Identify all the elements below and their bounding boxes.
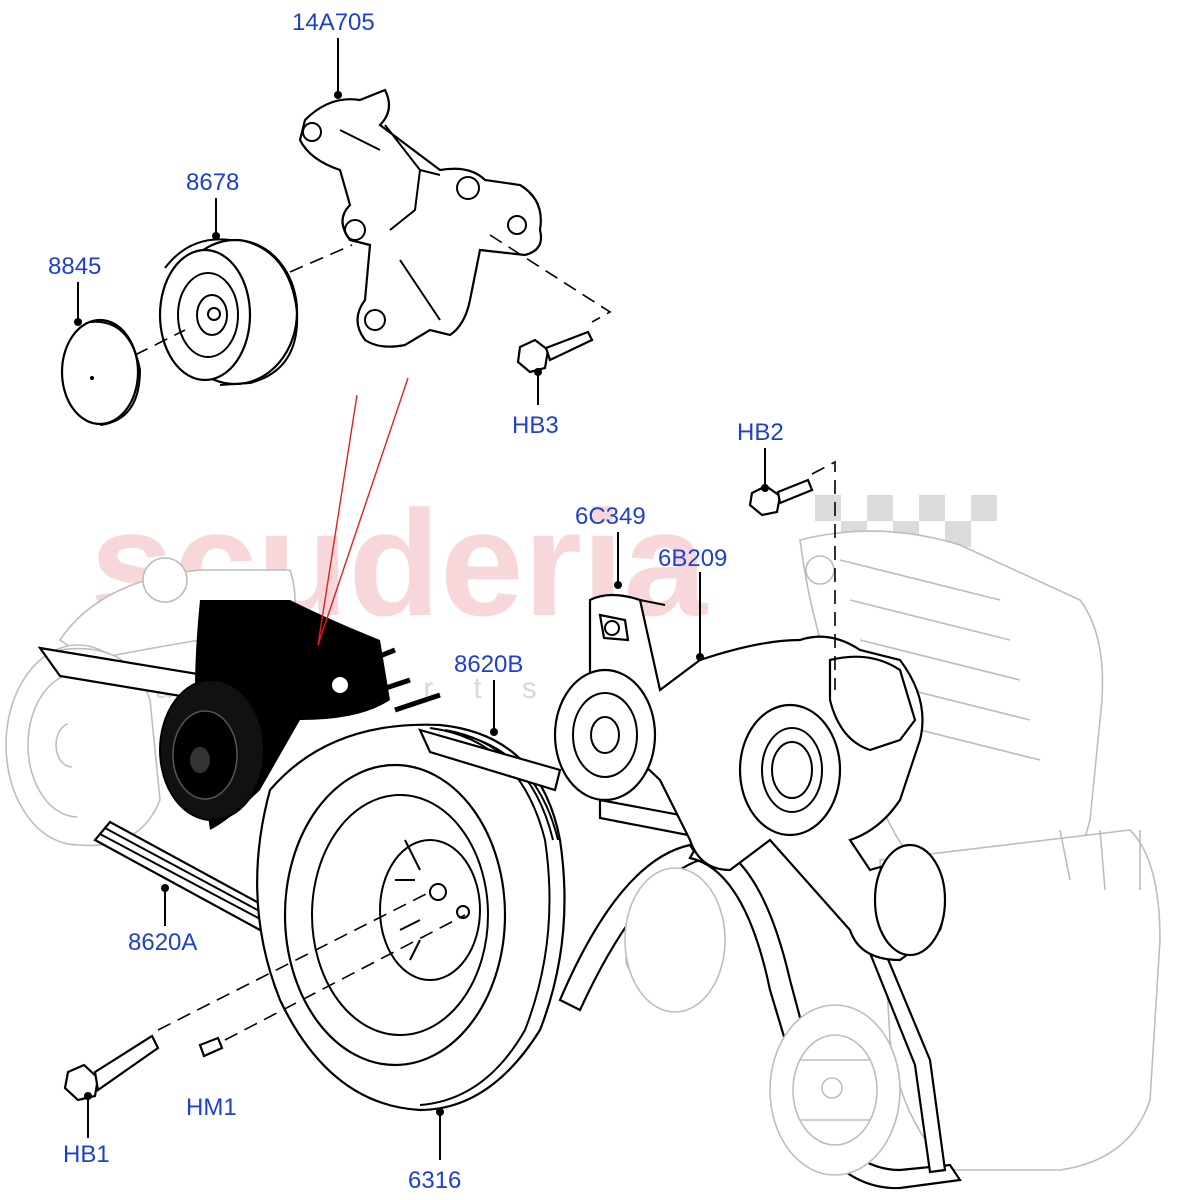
callout-6b209: 6B209 — [658, 545, 727, 572]
damper-pulley-6316 — [256, 723, 566, 1112]
crank-pulley-left — [5, 644, 161, 847]
callout-hb2: HB2 — [737, 419, 784, 446]
callout-hm1: HM1 — [186, 1094, 237, 1121]
dust-cap-8845 — [60, 318, 142, 426]
bracket-14a705 — [298, 88, 543, 348]
assembly-guide-lines — [134, 234, 836, 1041]
callout-hb3: HB3 — [512, 412, 559, 439]
compressor-pulley — [624, 867, 901, 1176]
callout-8845: 8845 — [48, 253, 101, 280]
callout-8620a: 8620A — [128, 929, 197, 956]
callout-6c349: 6C349 — [575, 503, 646, 530]
bolt-hb2 — [748, 478, 814, 517]
callout-8678: 8678 — [186, 169, 239, 196]
tensioner-assembly — [159, 600, 441, 830]
callout-hb1: HB1 — [63, 1141, 110, 1168]
bolt-hb1 — [63, 1034, 160, 1102]
callout-leaders — [74, 38, 769, 1160]
bolt-hb3 — [516, 330, 594, 374]
pin-hm1 — [198, 1036, 224, 1058]
engine-background — [58, 530, 1161, 1171]
tensioner-6b209 — [553, 593, 947, 962]
callout-labels: 14A705 8678 8845 HB3 HB2 6C349 6B209 862… — [48, 9, 784, 1194]
red-leader-lines — [317, 377, 409, 646]
callout-8620b: 8620B — [454, 651, 523, 678]
idler-pulley-8678 — [158, 238, 299, 386]
callout-14a705: 14A705 — [292, 9, 375, 36]
callout-6316: 6316 — [408, 1167, 461, 1194]
